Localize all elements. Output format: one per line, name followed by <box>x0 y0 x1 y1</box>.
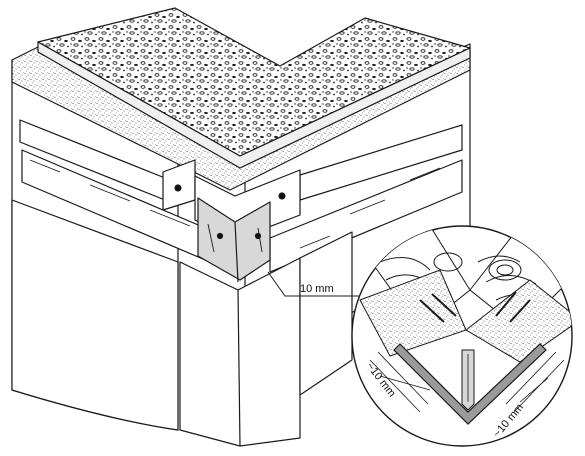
detail-angle-profile <box>393 343 547 425</box>
gravel-slab-edge <box>37 41 471 169</box>
left-lower-wall <box>11 199 179 431</box>
wood-knot-left <box>433 252 463 272</box>
right-lower-wall <box>299 231 353 396</box>
detail-substrate-right <box>465 279 572 363</box>
gap-label-main: 10 mm <box>300 283 334 295</box>
corner-assembly <box>11 7 471 447</box>
detail-circle <box>351 225 573 447</box>
wood-knot-right <box>488 259 522 281</box>
leader-line <box>267 271 376 297</box>
